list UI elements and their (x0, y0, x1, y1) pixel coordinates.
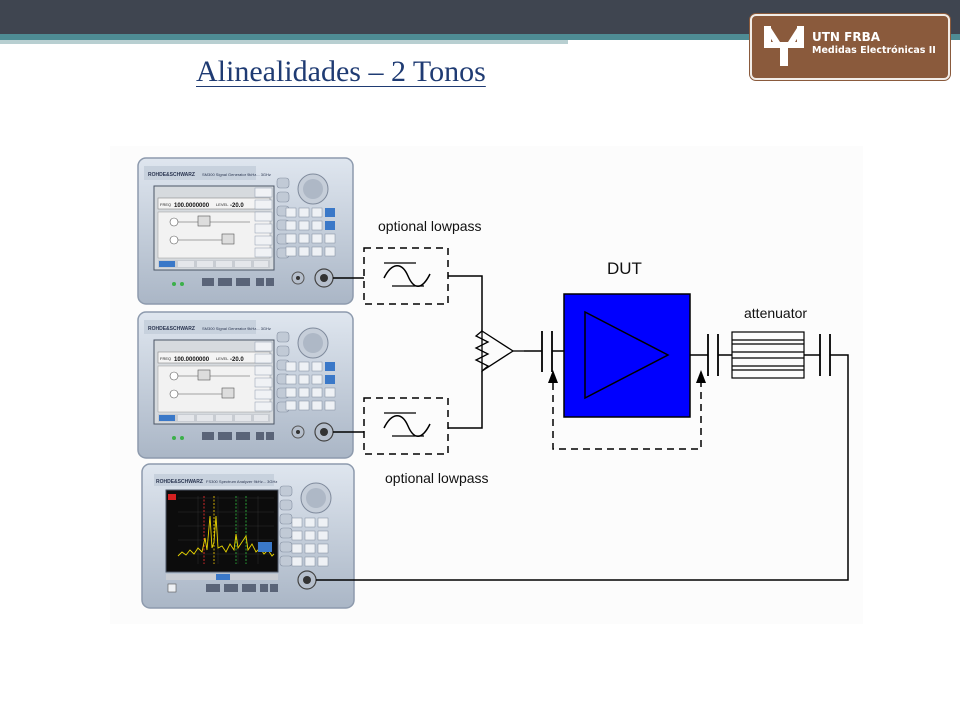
analyzer-model: FS300 Spectrum Analyzer 9kHz... 3GHz (206, 479, 277, 484)
analyzer-return-path (316, 334, 849, 581)
generator-2-freq-label: FREQ (160, 356, 171, 361)
generator-2-level-value: -20.0 (230, 357, 244, 363)
top-light-strip (0, 40, 568, 44)
generator-2-level-label: LEVEL (216, 356, 229, 361)
attenuator-label: attenuator (744, 305, 807, 321)
generator-2-freq-value: 100.0000000 (174, 357, 210, 363)
generator-1-brand: ROHDE&SCHWARZ (148, 172, 195, 178)
lowpass-filter-bottom (363, 397, 449, 455)
generator-1-freq-value: 100.0000000 (174, 203, 210, 209)
spectrum-analyzer: ROHDE&SCHWARZ FS300 Spectrum Analyzer 9k… (141, 463, 355, 609)
signal-generator-2: ROHDE&SCHWARZ SM300 Signal Generator 9kH… (137, 311, 354, 459)
generator-1-level-label: LEVEL (216, 202, 229, 207)
generator-to-filter-wires (333, 277, 364, 433)
lowpass-filter-top (363, 247, 449, 305)
filter-to-combiner-wires (448, 275, 483, 429)
test-setup-diagram: ROHDE&SCHWARZ SM300 Signal Generator 9kH… (110, 146, 863, 624)
analyzer-brand: ROHDE&SCHWARZ (156, 479, 203, 485)
lowpass-top-label: optional lowpass (378, 218, 482, 234)
dut-label: DUT (607, 259, 642, 278)
generator-2-brand: ROHDE&SCHWARZ (148, 326, 195, 332)
dut-bypass-loop (548, 370, 706, 450)
signal-generator-1: ROHDE&SCHWARZ SM300 Signal Generator 9kH… (137, 157, 354, 305)
top-accent-strip (0, 34, 960, 40)
utn-logo-badge: UTN FRBA Medidas Electrónicas II (750, 14, 950, 80)
power-combiner (474, 329, 524, 373)
output-dc-block (690, 334, 732, 376)
page-title: Alinealidades – 2 Tonos (196, 55, 486, 88)
logo-title: UTN FRBA (812, 30, 881, 44)
lowpass-bottom-label: optional lowpass (385, 470, 489, 486)
generator-1-freq-label: FREQ (160, 202, 171, 207)
dut-amplifier (563, 293, 691, 418)
utn-emblem-icon (764, 26, 804, 66)
generator-1-level-value: -20.0 (230, 203, 244, 209)
input-dc-block (524, 331, 564, 372)
logo-subtitle: Medidas Electrónicas II (812, 45, 936, 56)
generator-1-model: SM300 Signal Generator 9kHz... 3GHz (202, 172, 271, 177)
attenuator-block (731, 331, 805, 379)
generator-2-model: SM300 Signal Generator 9kHz... 3GHz (202, 326, 271, 331)
